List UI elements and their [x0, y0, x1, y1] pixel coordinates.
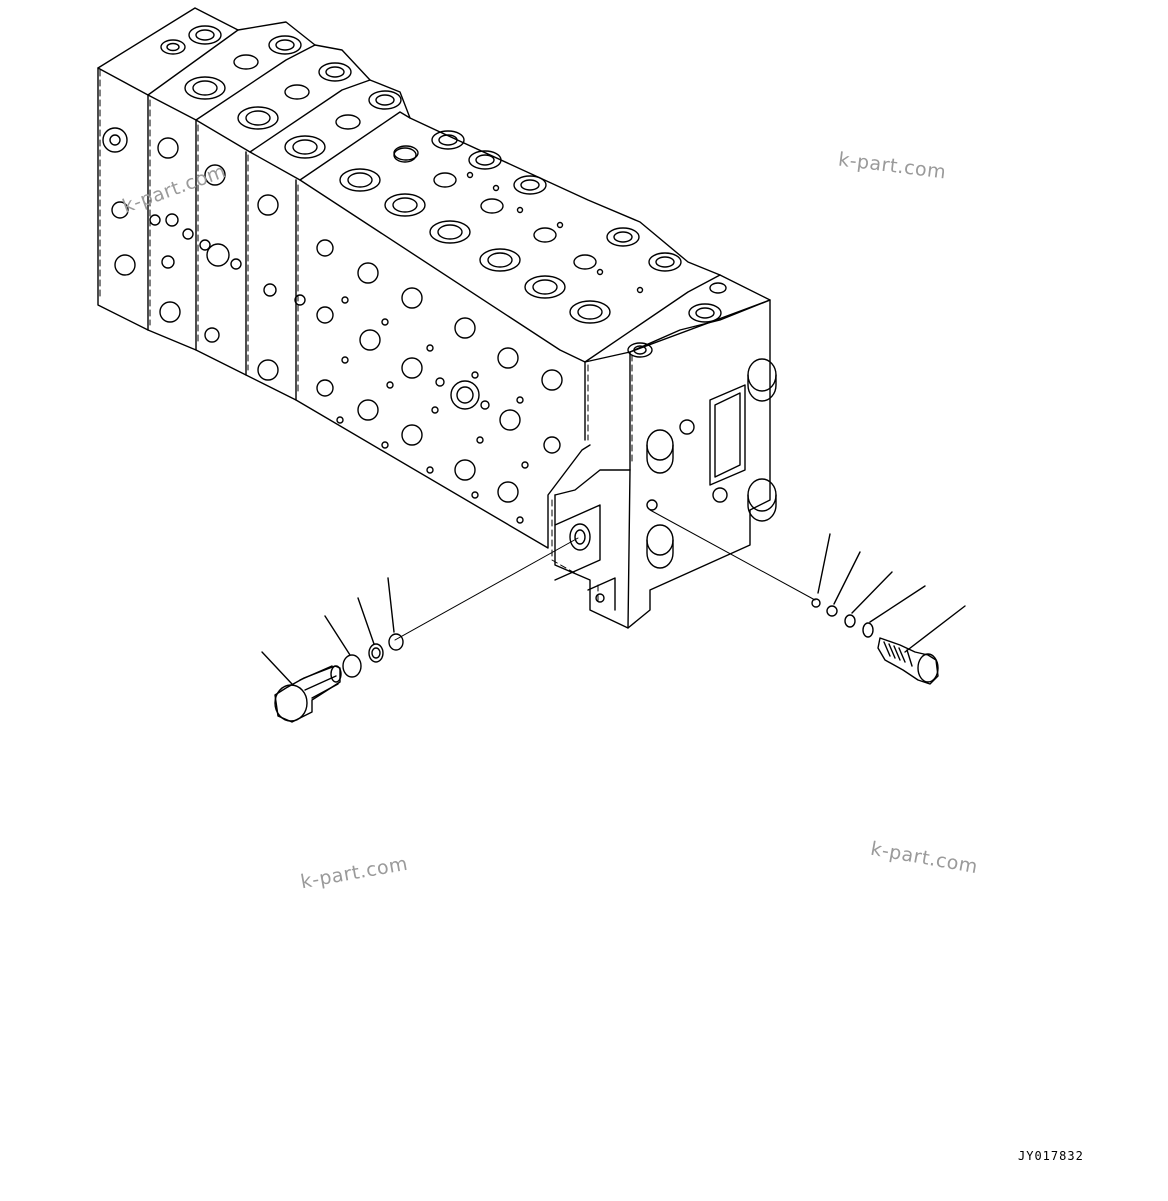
o-ring-left-2	[368, 643, 384, 663]
o-ring-left-3	[388, 633, 404, 651]
o-ring-right-3	[844, 614, 856, 628]
control-valve-body	[97, 7, 777, 629]
o-ring-left-1	[342, 654, 362, 678]
drawing-code: JY017832	[1018, 1149, 1084, 1163]
o-ring-right-4	[862, 622, 874, 638]
right-exploded-parts	[649, 509, 966, 685]
plug-left	[274, 665, 342, 723]
o-ring-right-1	[811, 598, 821, 608]
left-exploded-parts	[261, 537, 579, 723]
valve-right	[877, 637, 939, 685]
o-ring-right-2	[826, 605, 838, 617]
